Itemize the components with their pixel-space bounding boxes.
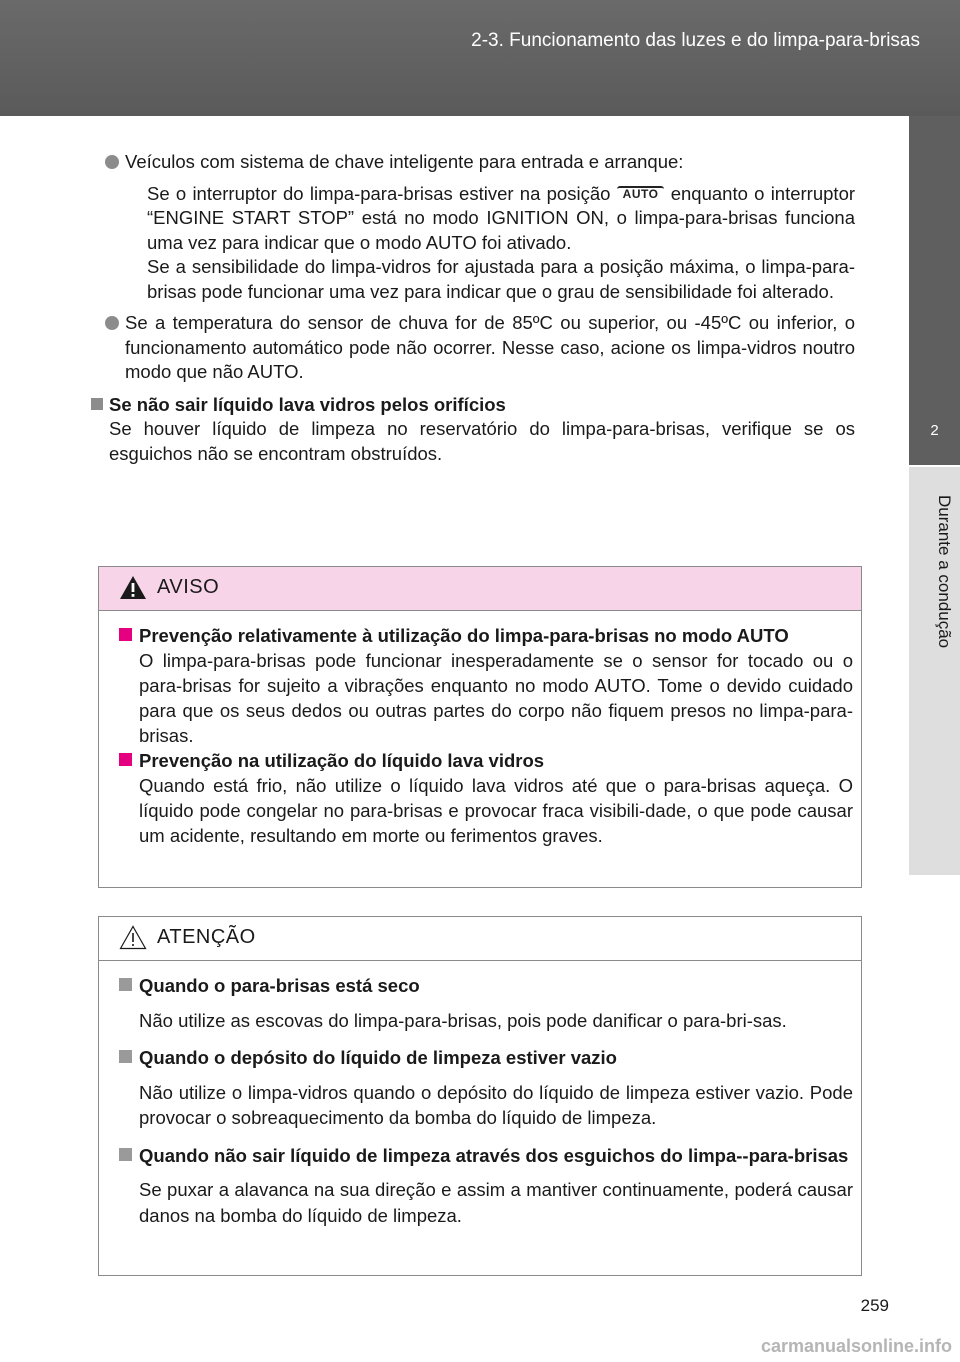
bullet-text: Se a temperatura do sensor de chuva for … (125, 312, 855, 382)
square-bullet-icon (119, 1050, 132, 1063)
square-bullet-icon (119, 1147, 132, 1161)
atencao-header: ATENÇÃO (99, 917, 861, 961)
section-text: Se houver líquido de limpeza no reservat… (109, 418, 855, 464)
aviso-item-text: Quando está frio, não utilize o líquido … (139, 775, 853, 846)
auto-icon: AUTO (616, 185, 665, 200)
caution-triangle-icon (119, 925, 147, 950)
aviso-item-heading: Prevenção na utilização do líquido lava … (119, 748, 853, 773)
paragraph-part: Se o interruptor do limpa-para-brisas es… (147, 182, 611, 204)
atencao-item-text: Não utilize as escovas do limpa-para-bri… (139, 1009, 787, 1031)
bullet-dot-icon (105, 155, 119, 169)
bullet-paragraph: Se o interruptor do limpa-para-brisas es… (125, 182, 855, 305)
chapter-tab-number: 2 (909, 116, 960, 465)
square-bullet-icon (91, 397, 103, 410)
chapter-tab-label: Durante a condução (909, 467, 960, 875)
aviso-item-text: O limpa-para-brisas pode funcionar inesp… (139, 650, 853, 746)
atencao-item-text: Não utilize o limpa-vidros quando o depó… (139, 1081, 853, 1129)
atencao-item-text: Se puxar a alavanca na sua direção e ass… (139, 1179, 853, 1226)
aviso-header: AVISO (99, 567, 861, 611)
watermark: carmanualsonline.info (760, 1336, 952, 1356)
section-title: 2-3. Funcionamento das luzes e do limpa-… (471, 30, 920, 51)
aviso-item-heading: Prevenção relativamente à utilização do … (119, 623, 853, 648)
atencao-heading-text: Quando não sair líquido de limpeza atrav… (139, 1144, 849, 1166)
main-content: Veículos com sistema de chave inteligent… (91, 150, 855, 466)
square-bullet-icon (119, 978, 132, 991)
chapter-label: Durante a condução (935, 495, 954, 649)
aviso-heading-text: Prevenção na utilização do líquido lava … (139, 750, 545, 771)
aviso-box: AVISO Prevenção relativamente à utilizaç… (98, 566, 862, 888)
page-number: 259 (860, 1296, 889, 1315)
bullet-title: Veículos com sistema de chave inteligent… (125, 151, 684, 172)
chapter-number: 2 (930, 422, 939, 439)
atencao-title: ATENÇÃO (157, 926, 256, 948)
bullet-smart-key: Veículos com sistema de chave inteligent… (105, 150, 855, 304)
paragraph-part: enquanto o interruptor “ENGINE START STO… (147, 182, 856, 253)
bullet-dot-icon (105, 316, 119, 330)
section-heading: Se não sair líquido lava vidros pelos or… (91, 393, 855, 418)
bullet-rain-sensor: Se a temperatura do sensor de chuva for … (105, 311, 855, 385)
paragraph-part: Se a sensibilidade do limpa-vidros for a… (147, 256, 855, 302)
atencao-item-heading: Quando não sair líquido de limpeza atrav… (119, 1143, 853, 1169)
aviso-title: AVISO (157, 576, 220, 598)
square-bullet-icon (119, 753, 132, 766)
atencao-box: ATENÇÃO Quando o para-brisas está seco N… (98, 916, 862, 1276)
page-header: 2-3. Funcionamento das luzes e do limpa-… (0, 0, 960, 116)
square-bullet-icon (119, 628, 132, 641)
atencao-item-heading: Quando o depósito do líquido de limpeza … (119, 1045, 853, 1071)
warning-triangle-icon (120, 576, 146, 599)
atencao-body: Quando o para-brisas está seco Não utili… (99, 961, 861, 1228)
aviso-heading-text: Prevenção relativamente à utilização do … (139, 625, 789, 646)
atencao-heading-text: Quando o depósito do líquido de limpeza … (139, 1047, 617, 1068)
atencao-heading-text: Quando o para-brisas está seco (139, 975, 420, 996)
atencao-item-heading: Quando o para-brisas está seco (119, 973, 853, 999)
aviso-body: Prevenção relativamente à utilização do … (99, 611, 861, 848)
section-heading-text: Se não sair líquido lava vidros pelos or… (109, 393, 506, 415)
